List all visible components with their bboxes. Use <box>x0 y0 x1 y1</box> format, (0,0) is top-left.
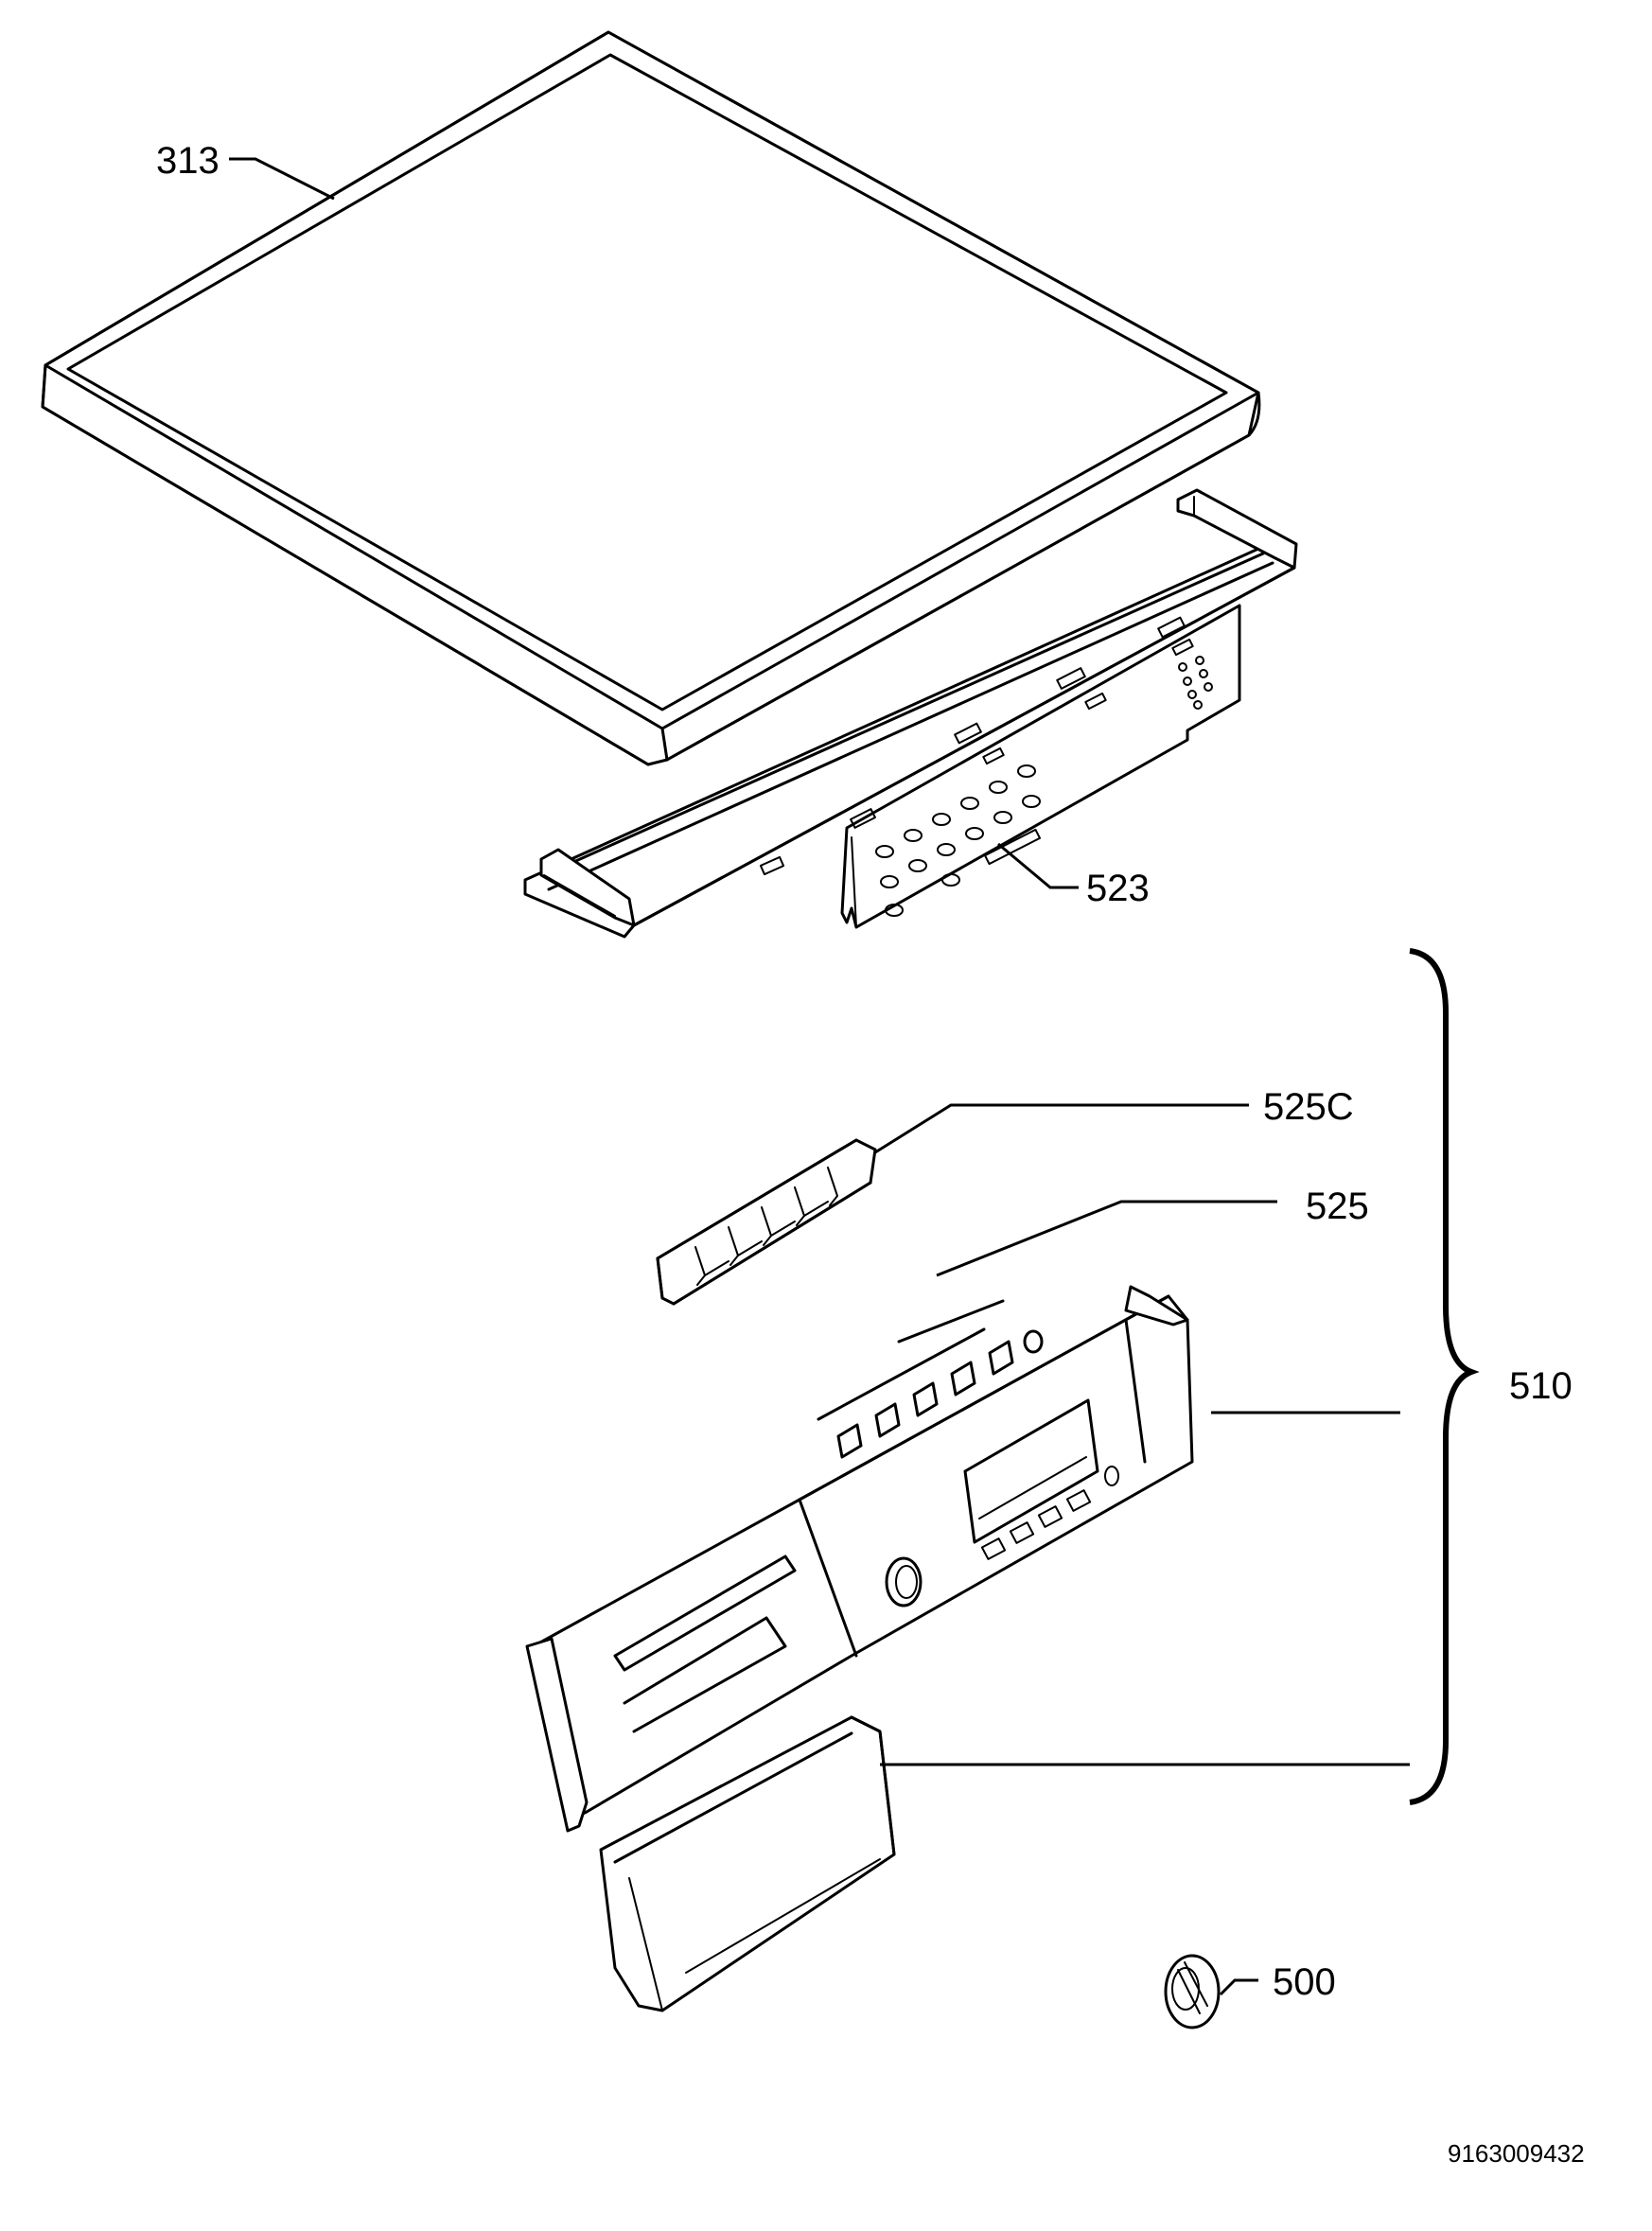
label-525: 525 <box>1306 1186 1369 1227</box>
buttons-part <box>817 1299 1044 1459</box>
control-frame-part <box>523 488 1298 939</box>
control-panel-part <box>525 1285 1194 1833</box>
label-313: 313 <box>156 140 220 182</box>
label-500: 500 <box>1273 1961 1336 2003</box>
label-510: 510 <box>1509 1365 1573 1407</box>
leader-lines <box>229 157 1480 1996</box>
document-id: 9163009432 <box>1448 2139 1585 2168</box>
button-bar-part <box>656 1138 877 1306</box>
knob-part <box>1164 1954 1221 2029</box>
label-525c: 525C <box>1263 1086 1354 1128</box>
label-523: 523 <box>1086 868 1150 909</box>
top-cover-part <box>41 30 1261 766</box>
dispenser-drawer-part <box>599 1715 896 2012</box>
